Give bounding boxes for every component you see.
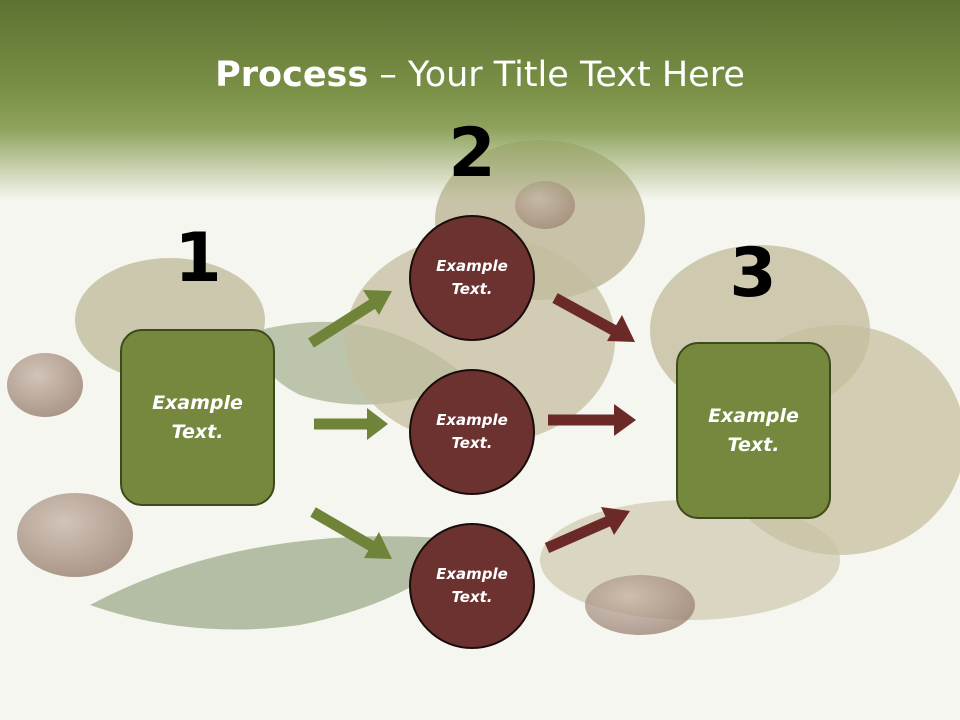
arrow-1-to-2-bottom [310,507,392,559]
step1-box: Example Text. [120,329,275,506]
title-rest: – Your Title Text Here [368,55,745,95]
step-number-3: 3 [729,234,777,313]
arrow-2-to-3-bottom [544,507,630,554]
step3-box: Example Text. [676,342,831,519]
step2-circle-3-text: Example Text. [436,565,508,606]
step2-circle-2-text: Example Text. [436,411,508,452]
step2-circle-1-text: Example Text. [436,257,508,298]
step2-circle-2: Example Text. [409,369,535,495]
arrow-1-to-2-top [308,290,392,348]
slide-title: Process – Your Title Text Here [0,52,960,98]
arrow-2-to-3-middle [548,404,636,436]
step-number-2: 2 [448,114,496,193]
step2-circle-1: Example Text. [409,215,535,341]
step2-circle-3: Example Text. [409,523,535,649]
arrow-2-to-3-top [552,293,635,342]
step-number-1: 1 [174,219,222,298]
step3-text: Example Text. [708,404,799,456]
step1-text: Example Text. [152,391,243,443]
title-bold: Process [215,55,369,95]
arrow-1-to-2-middle [314,408,388,440]
title-band [0,0,960,200]
